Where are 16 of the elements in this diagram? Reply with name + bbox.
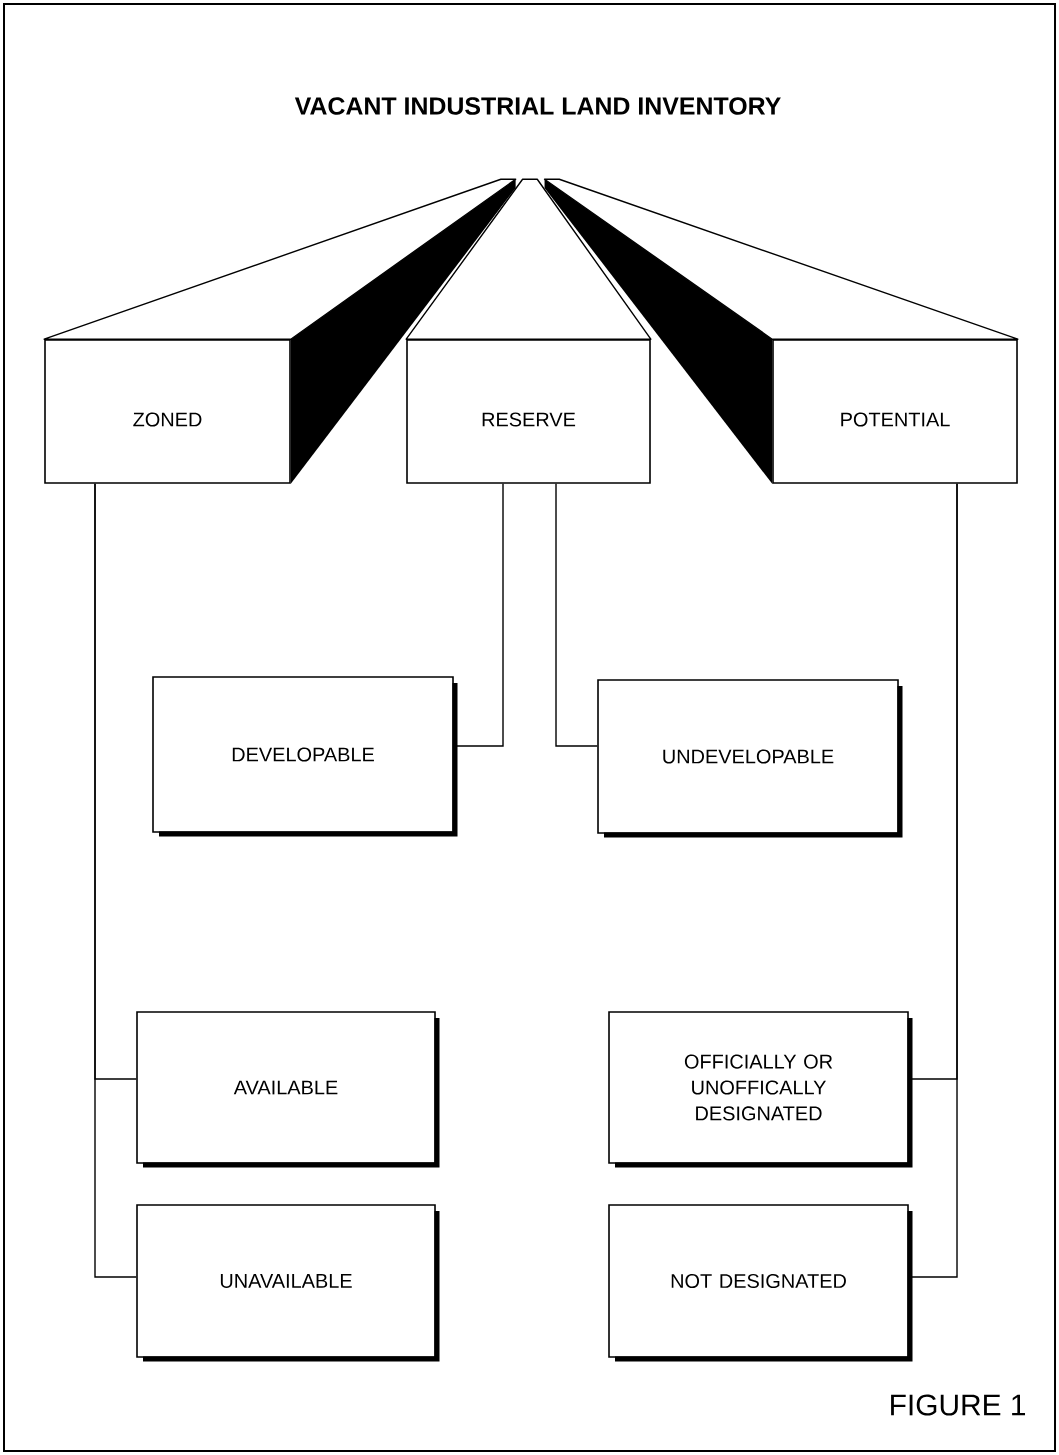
subcategory-box: DEVELOPABLE: [152, 676, 458, 837]
connector: [555, 483, 598, 747]
connector: [94, 483, 137, 1278]
perspective-wedge: [405, 178, 652, 340]
category-box: ZONED: [44, 339, 291, 484]
subcategory-box: NOT DESIGNATED: [608, 1204, 913, 1362]
subcategory-box: OFFICIALLY OR UNOFFICALLY DESIGNATED: [608, 1011, 913, 1168]
subcategory-box: UNAVAILABLE: [136, 1204, 440, 1362]
subcategory-box: AVAILABLE: [136, 1011, 440, 1168]
figure-caption: FIGURE 1: [891, 1394, 1025, 1416]
category-box: POTENTIAL: [772, 339, 1018, 484]
title: VACANT INDUSTRIAL LAND INVENTORY: [294, 97, 781, 115]
category-box: RESERVE: [406, 339, 651, 484]
perspective-wedge: [543, 178, 1019, 484]
perspective-wedge: [43, 178, 517, 484]
subcategory-box: UNDEVELOPABLE: [597, 679, 903, 838]
